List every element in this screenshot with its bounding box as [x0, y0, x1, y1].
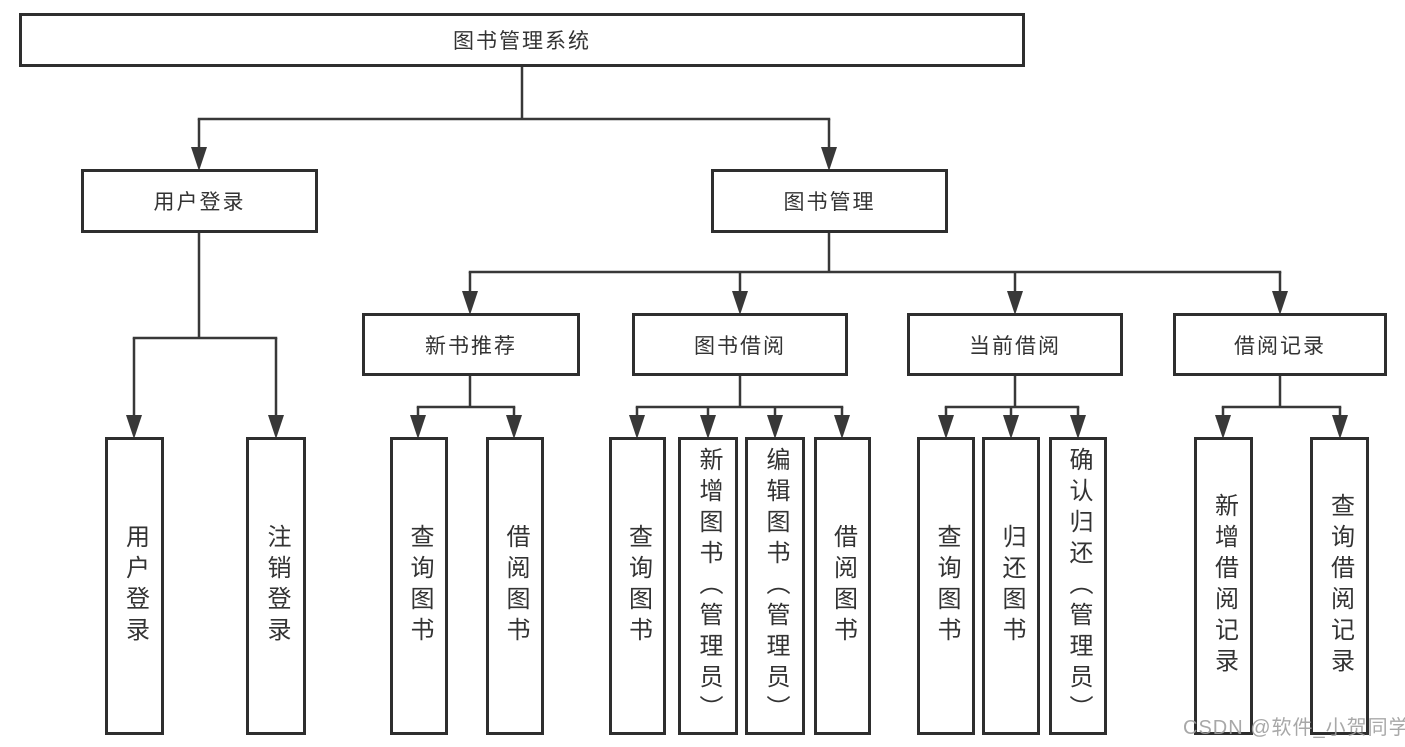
node-label: 用户登录 [153, 191, 246, 214]
leaf-add-borrow-record: 新增借阅记录 [1194, 437, 1253, 735]
leaf-label: 归还图书 [998, 524, 1025, 648]
node-label: 当前借阅 [969, 334, 1061, 358]
node-label: 图书借阅 [694, 334, 786, 358]
node-label: 图书管理系统 [453, 30, 591, 53]
node-borrowing-records: 借阅记录 [1173, 313, 1387, 376]
node-current-borrowing: 当前借阅 [907, 313, 1123, 376]
node-book-management: 图书管理 [711, 169, 948, 233]
node-label: 新书推荐 [425, 334, 517, 358]
leaf-add-books-admin: 新增图书（管理员） [678, 437, 738, 735]
leaf-label: 查询图书 [624, 524, 652, 648]
node-label: 图书管理 [783, 191, 876, 214]
leaf-label: 用户登录 [121, 524, 149, 648]
leaf-label: 借阅图书 [829, 524, 857, 648]
node-library-management-system: 图书管理系统 [19, 13, 1025, 67]
node-user-login: 用户登录 [81, 169, 318, 233]
leaf-user-login: 用户登录 [105, 437, 164, 735]
leaf-label: 注销登录 [263, 524, 290, 648]
leaf-logout-login: 注销登录 [246, 437, 306, 735]
leaf-label: 新增图书（管理员） [695, 446, 722, 726]
leaf-borrow-books-borrowing: 借阅图书 [814, 437, 871, 735]
leaf-label: 编辑图书（管理员） [762, 446, 789, 726]
leaf-label: 查询借阅记录 [1326, 493, 1354, 679]
leaf-query-books-current: 查询图书 [917, 437, 975, 735]
node-book-borrowing: 图书借阅 [632, 313, 848, 376]
node-new-book-recommendation: 新书推荐 [362, 313, 580, 376]
leaf-label: 新增借阅记录 [1210, 493, 1238, 679]
leaf-label: 查询图书 [406, 524, 433, 648]
leaf-query-books-recommend: 查询图书 [390, 437, 448, 735]
leaf-label: 查询图书 [933, 524, 960, 648]
leaf-label: 借阅图书 [502, 524, 529, 648]
leaf-edit-books-admin: 编辑图书（管理员） [745, 437, 805, 735]
node-label: 借阅记录 [1234, 334, 1326, 358]
leaf-label: 确认归还（管理员） [1065, 446, 1092, 726]
leaf-return-books: 归还图书 [982, 437, 1040, 735]
leaf-borrow-books-recommend: 借阅图书 [486, 437, 544, 735]
leaf-query-books-borrowing: 查询图书 [609, 437, 666, 735]
leaf-confirm-return-admin: 确认归还（管理员） [1049, 437, 1107, 735]
csdn-watermark: CSDN @软件_小贺同学 [1183, 717, 1405, 739]
leaf-query-borrow-record: 查询借阅记录 [1310, 437, 1369, 735]
